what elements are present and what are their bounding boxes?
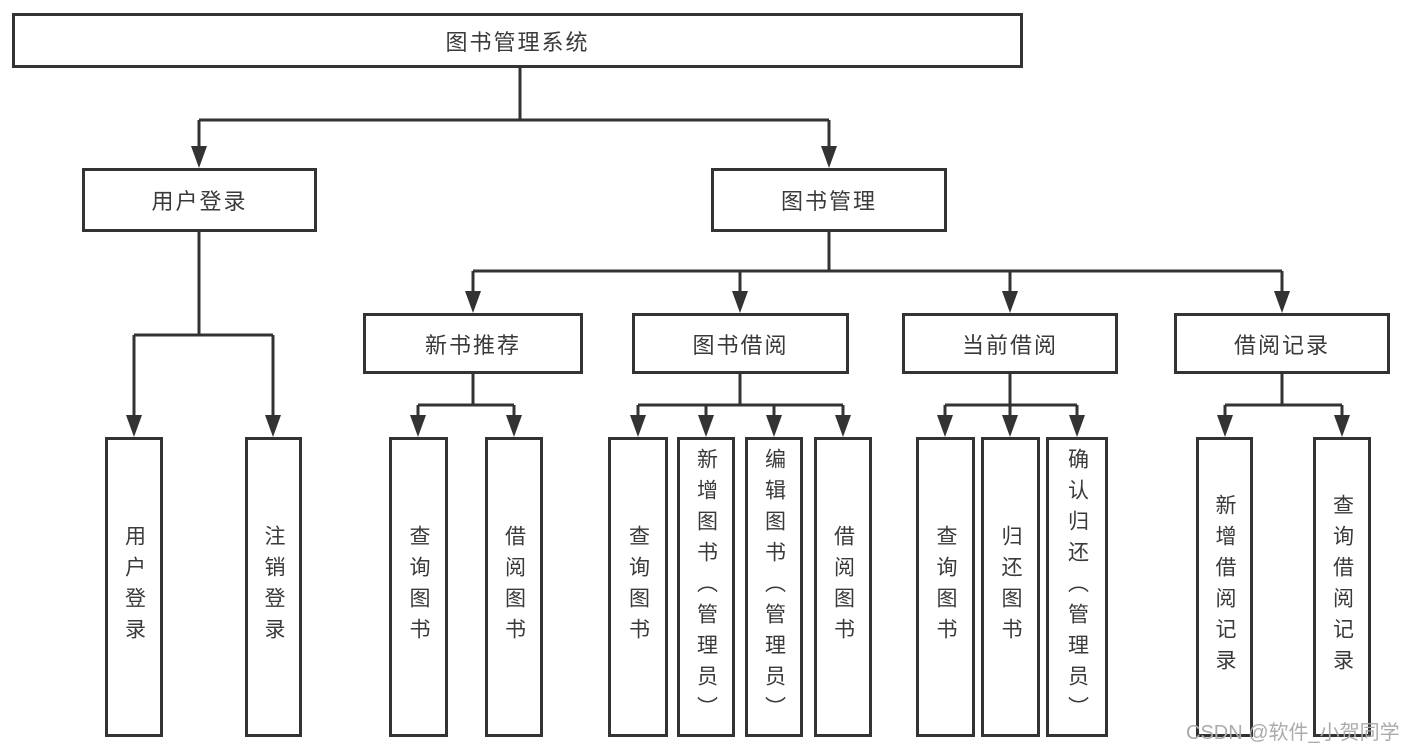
- leaf-user-login: 用户登录: [105, 437, 163, 737]
- leaf-record-add-record: 新增借阅记录: [1196, 437, 1253, 737]
- leaf-newbook-query-book: 查询图书: [389, 437, 448, 737]
- node-book-borrow-label: 图书借阅: [692, 332, 789, 358]
- leaf-borrow-query-book: 查询图书: [608, 437, 668, 737]
- connector-currentborrow-to-leaves: [943, 374, 1079, 419]
- arrowheads: [126, 146, 1350, 437]
- node-borrow-record-label: 借阅记录: [1233, 332, 1330, 358]
- leaf-borrow-borrow-book: 借阅图书: [814, 437, 872, 737]
- node-user-login: 用户登录: [82, 168, 317, 232]
- connector-borrowrecord-to-leaves: [1223, 374, 1344, 419]
- node-current-borrow: 当前借阅: [902, 313, 1118, 374]
- node-book-borrow: 图书借阅: [632, 313, 849, 374]
- leaf-current-query-book: 查询图书: [916, 437, 975, 737]
- node-borrow-record: 借阅记录: [1174, 313, 1390, 374]
- node-book-mgmt: 图书管理: [711, 168, 947, 232]
- node-new-book-label: 新书推荐: [424, 332, 521, 358]
- connector-bookborrow-to-leaves: [636, 374, 845, 419]
- leaf-borrow-add-book: 新增图书（管理员）: [677, 437, 735, 737]
- connector-userlogin-to-leaves: [132, 232, 275, 419]
- leaf-current-confirm-return: 确认归还（管理员）: [1046, 437, 1108, 737]
- node-root: 图书管理系统: [12, 13, 1023, 68]
- node-user-login-label: 用户登录: [151, 189, 248, 214]
- node-current-borrow-label: 当前借阅: [961, 332, 1058, 358]
- csdn-watermark: CSDN @软件_小贺同学: [1186, 722, 1400, 744]
- connector-root-to-level2: [197, 68, 831, 150]
- leaf-record-query-record: 查询借阅记录: [1313, 437, 1371, 737]
- connector-bookmgmt-to-level3: [471, 232, 1284, 295]
- node-root-label: 图书管理系统: [445, 29, 590, 55]
- node-book-mgmt-label: 图书管理: [780, 189, 877, 214]
- connector-newbook-to-leaves: [416, 374, 516, 419]
- leaf-borrow-edit-book: 编辑图书（管理员）: [745, 437, 803, 737]
- leaf-current-return-book: 归还图书: [981, 437, 1040, 737]
- node-new-book: 新书推荐: [363, 313, 583, 374]
- leaf-logout: 注销登录: [245, 437, 302, 737]
- leaf-newbook-borrow-book: 借阅图书: [485, 437, 543, 737]
